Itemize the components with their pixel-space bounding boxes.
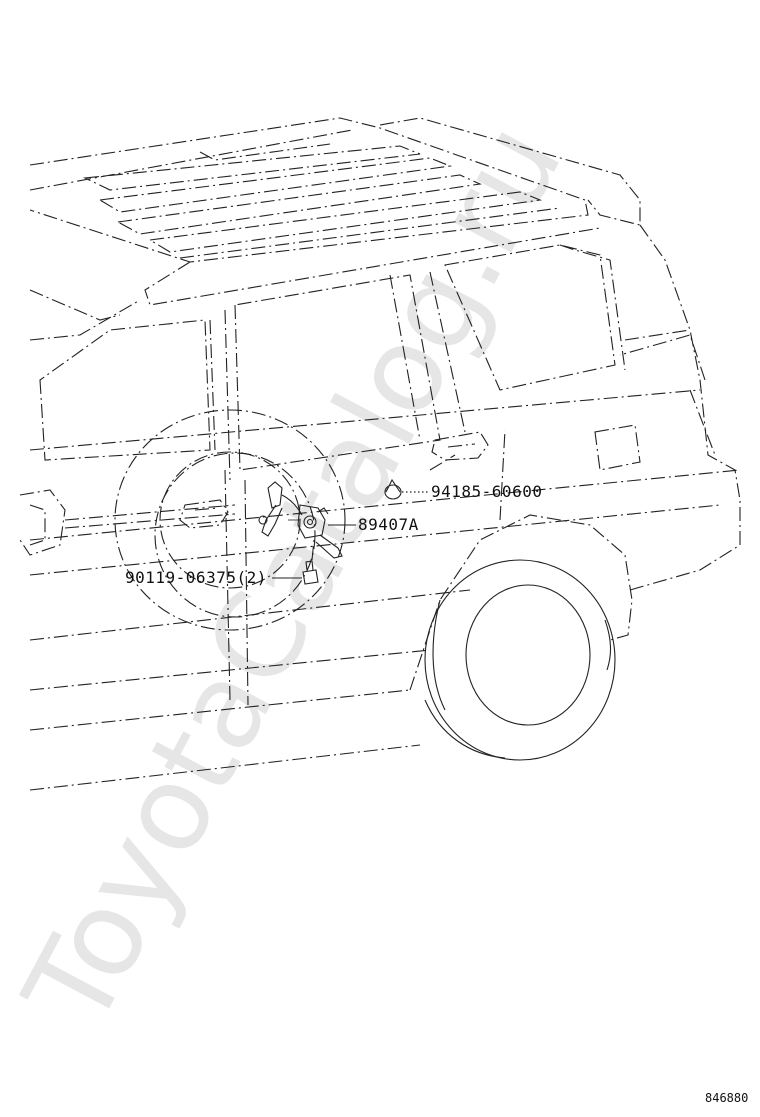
body-outline	[29, 224, 741, 791]
watermark-text: ToyotaCatalog.ru	[0, 101, 589, 1049]
height-sensor-assembly	[258, 481, 343, 559]
part-label-94185-60600[interactable]: 94185-60600	[431, 482, 542, 501]
roof-rack	[29, 117, 641, 306]
clip-part	[384, 478, 402, 500]
part-label-90119-06375[interactable]: 90119-06375(2)	[125, 568, 267, 587]
doors	[179, 424, 641, 706]
bolt-part	[302, 539, 319, 585]
rear-wheel	[409, 429, 633, 761]
side-windows	[39, 244, 691, 481]
part-label-89407a[interactable]: 89407A	[358, 515, 419, 534]
side-mirror	[19, 489, 236, 556]
diagram-id: 846880	[705, 1091, 748, 1105]
